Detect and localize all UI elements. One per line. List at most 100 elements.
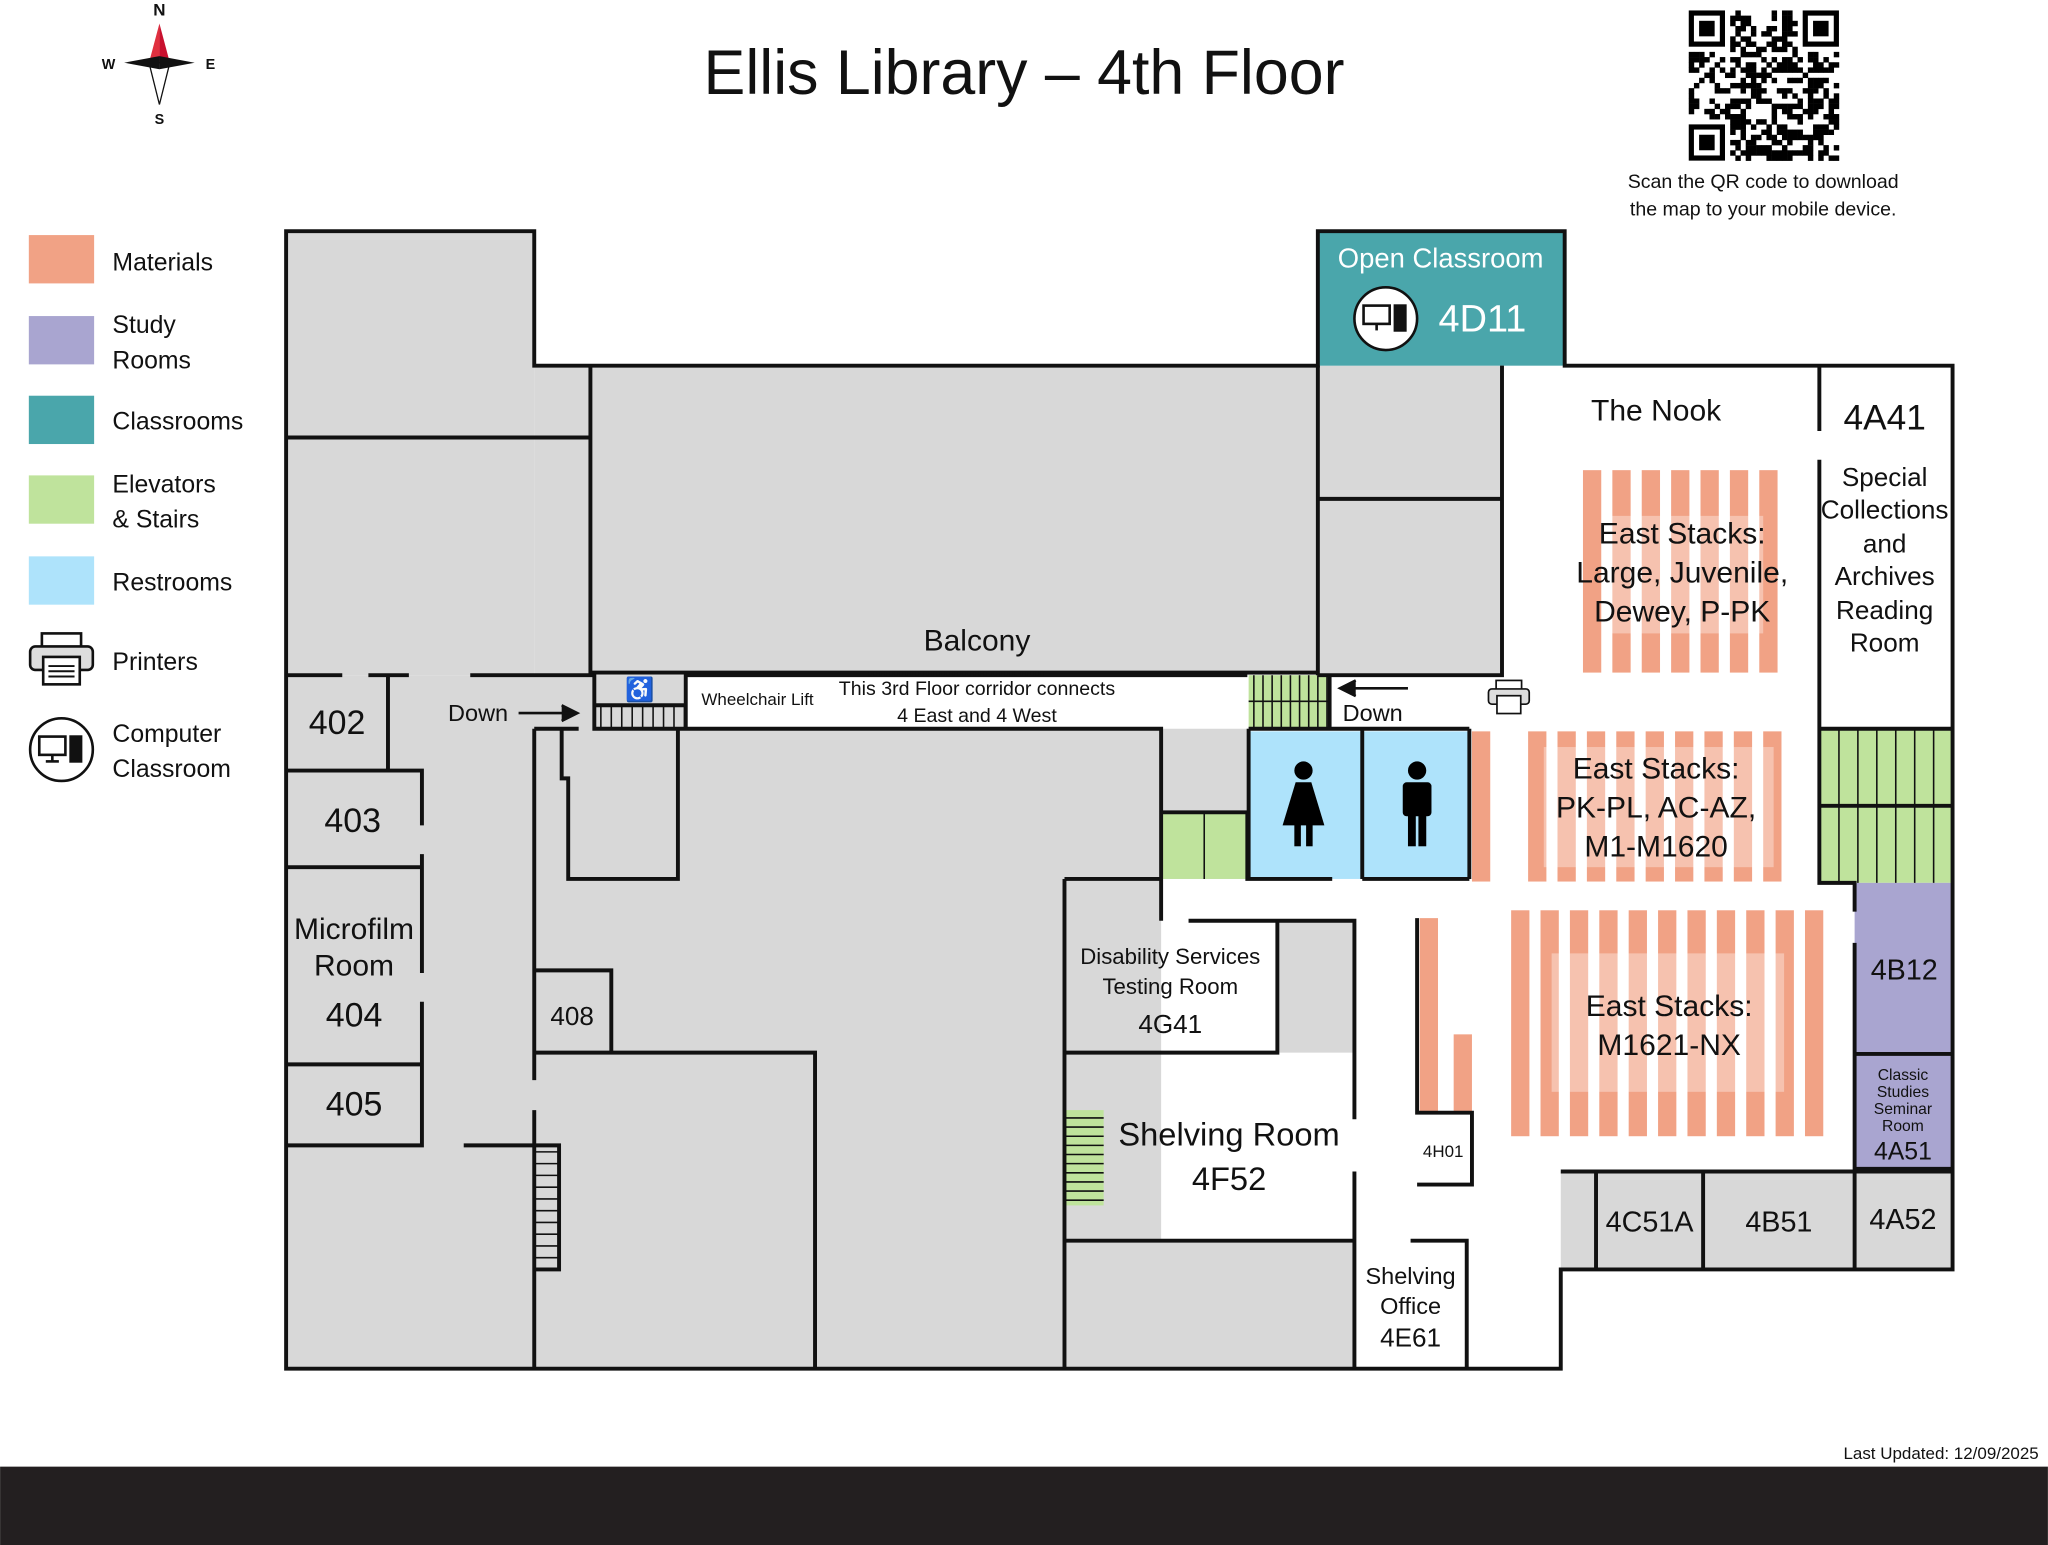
shelf [1569,910,1589,1137]
study-room-4a51[interactable] [1854,1053,1953,1169]
shelf [1511,910,1530,1137]
shelf [1628,910,1647,1137]
compass-w: W [102,57,116,73]
room-4e61: Shelving [1365,1263,1455,1289]
legend-label: Elevators [112,471,215,498]
legend-label: Restrooms [112,569,232,596]
room-4a41-name: and [1863,528,1907,558]
legend: Materials Study Rooms Classrooms Elevato… [28,235,243,783]
wheelchair-icon: ♿ [625,675,654,703]
shelf [1733,731,1753,882]
arrow-left-icon [1337,679,1408,698]
shelf [1671,470,1690,673]
arrow-right-icon [518,704,581,723]
shelf [1582,470,1602,673]
shelf [1419,918,1439,1113]
room-4e61: Office [1380,1293,1441,1319]
shelf [1616,731,1635,882]
stacks-mid-label: PK-PL, AC-AZ, [1556,792,1756,825]
legend-swatch-classrooms [28,395,95,445]
legend-label: Rooms [112,347,191,374]
stacks-top-label: East Stacks: [1599,517,1766,550]
legend-swatch-study [28,316,95,365]
compass-e: E [206,57,216,73]
shelf [1675,731,1694,882]
legend-swatch-restrooms [28,556,95,605]
down-label-east: Down [1343,700,1403,726]
room-4a41: 4A41 [1843,399,1925,438]
corridor-note: This 3rd Floor corridor connects [839,678,1116,700]
stacks [1419,470,1824,1137]
shelf [1586,731,1606,882]
open-classroom-4d11[interactable] [1317,231,1565,366]
qr-caption-line-2: the map to your mobile device. [1630,198,1897,220]
qr-caption-line-1: Scan the QR code to download [1628,171,1899,193]
open-classroom-number: 4D11 [1439,299,1527,341]
qr-code[interactable] [1688,10,1840,161]
room-4f52: Shelving Room [1118,1115,1339,1152]
room-4g41: Testing Room [1102,974,1238,999]
stairs [1064,1110,1104,1206]
legend-label: Materials [112,249,213,276]
stacks-top-label: Dewey, P-PK [1594,596,1770,629]
legend-swatch-materials [28,235,95,284]
room-4c51a: 4C51A [1606,1207,1695,1239]
corridor-note: 4 East and 4 West [897,705,1057,727]
shelf [1612,470,1631,673]
nook-label: The Nook [1591,395,1722,428]
shelf [1716,910,1736,1137]
shelf [1540,910,1559,1137]
room-4b51: 4B51 [1745,1207,1812,1239]
shelf [1746,910,1765,1137]
legend-label: Printers [112,649,197,676]
room-4g41: 4G41 [1138,1009,1202,1039]
compass-s: S [155,112,165,128]
room-4h01: 4H01 [1423,1142,1464,1161]
room-404: 404 [326,997,383,1035]
printer-icon[interactable] [1487,679,1531,715]
room-402: 402 [309,704,366,742]
last-updated: Last Updated: 12/09/2025 [1843,1444,2038,1463]
room-4f52: 4F52 [1192,1160,1266,1197]
legend-swatch-elevators [28,475,95,524]
shelf [1528,731,1547,882]
open-classroom-label: Open Classroom [1338,243,1544,274]
computer-classroom-icon [1353,286,1419,352]
shelf [1763,731,1782,882]
shelf [1645,731,1664,882]
room-4g41: Disability Services [1080,944,1260,969]
shelf [1641,470,1661,673]
room-4a41-name: Reading [1836,595,1933,625]
balcony-label: Balcony [924,624,1031,657]
room-4e61: 4E61 [1380,1322,1441,1352]
computer-icon [28,716,95,783]
stacks-low-label: East Stacks: [1586,990,1753,1023]
printer-icon [28,632,95,686]
room-4a41-name: Room [1850,628,1920,658]
room-404-name: Room [314,950,394,983]
women-restroom-icon [1282,761,1325,847]
room-4a41-name: Special [1842,462,1928,492]
room-4a51-name: Studies [1877,1084,1929,1101]
room-4a41-name: Collections [1821,494,1949,524]
men-restroom-icon [1402,761,1432,847]
page-title: Ellis Library – 4th Floor [704,38,1345,108]
stacks-mid-label: M1-M1620 [1584,831,1727,864]
shelf [1599,910,1618,1137]
building [286,231,1953,1369]
stacks-low-label: M1621-NX [1597,1029,1740,1062]
shelf [1453,1034,1472,1113]
shelf [1658,910,1677,1137]
study-room-4b12[interactable] [1854,882,1953,1054]
stacks-top-label: Large, Juvenile, [1576,556,1788,589]
shelf [1775,910,1794,1137]
shelf [1759,470,1778,673]
room-4a51-name: Classic [1878,1067,1929,1084]
legend-label: & Stairs [112,507,199,534]
labels: Open Classroom 4D11 Balcony Wheelchair L… [294,243,1949,1353]
room-408: 408 [550,1001,594,1031]
compass-n: N [153,1,165,20]
shelf [1557,731,1576,882]
shelf [1704,731,1723,882]
